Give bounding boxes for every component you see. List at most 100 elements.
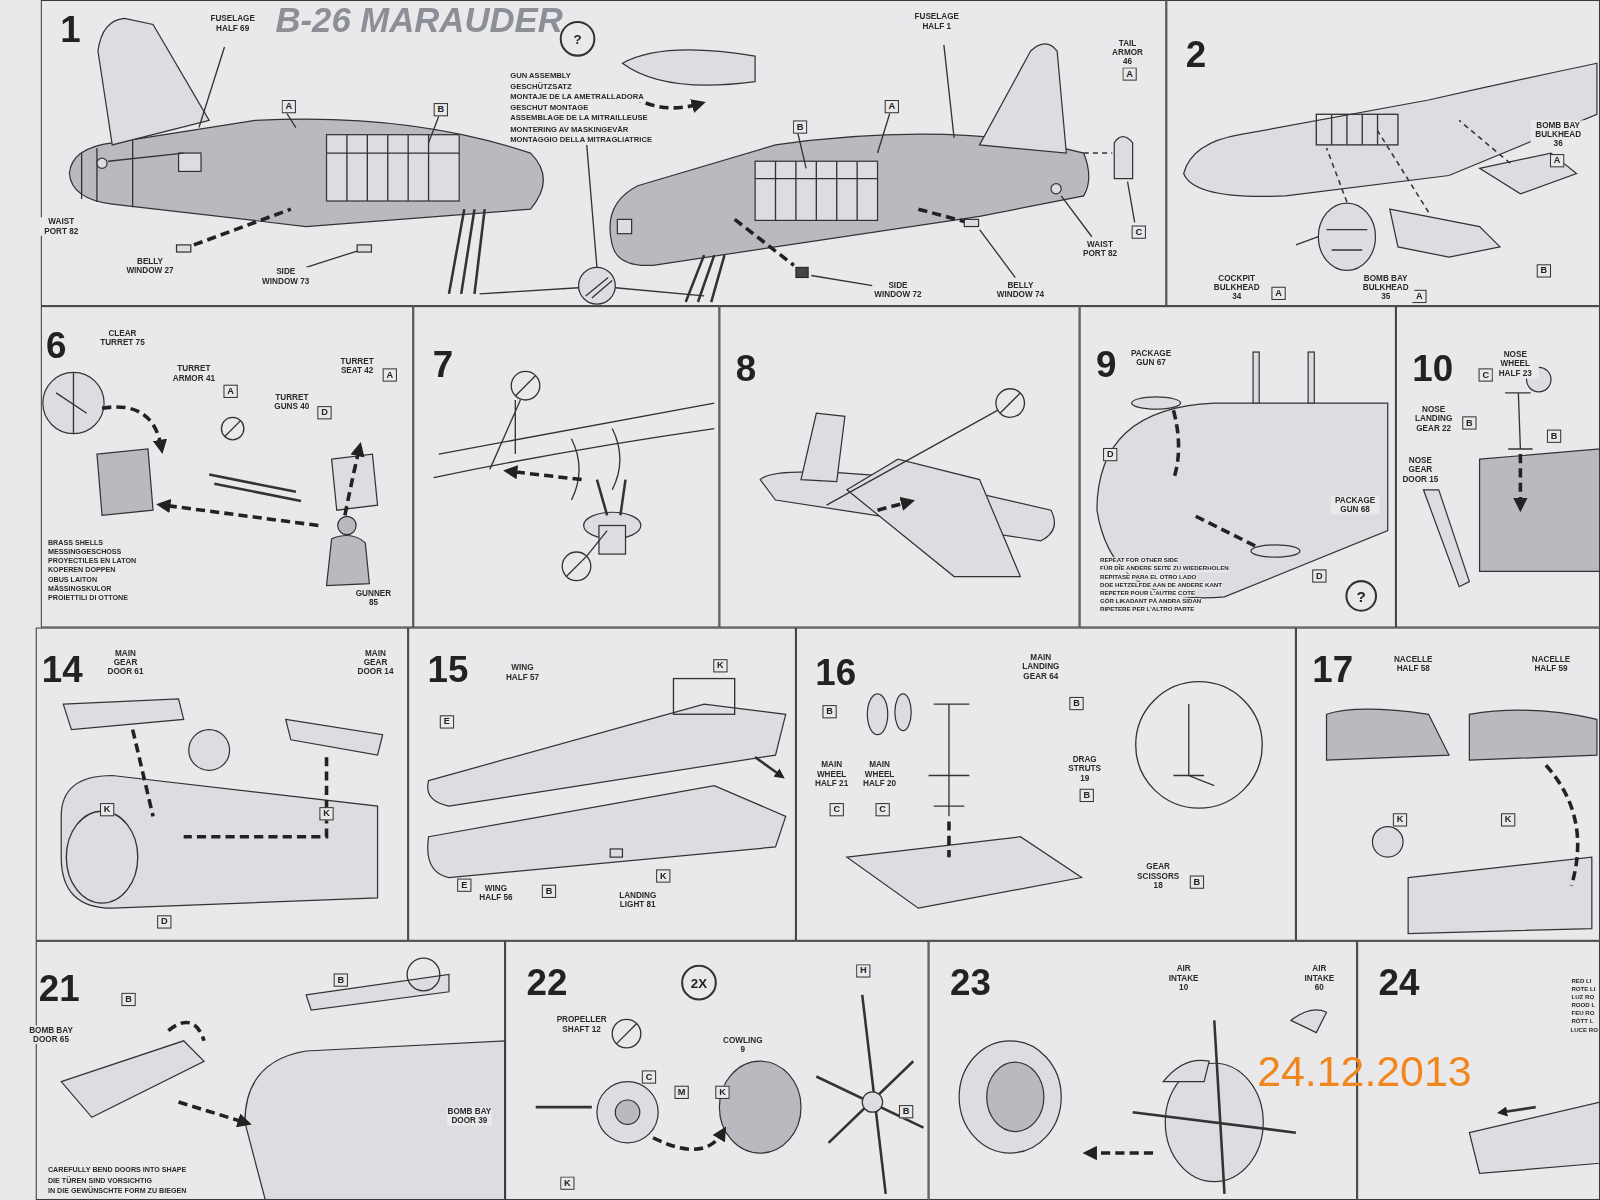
- symbol-text: 2X: [681, 964, 718, 1001]
- turret-guns: [209, 474, 301, 501]
- turret-base: [599, 526, 626, 555]
- note-text: MONTERING AV MASKINGEVÄR: [510, 125, 628, 134]
- gunner-figure: [327, 536, 370, 586]
- note-text: IN DIE GEWÜNSCHTE FORM ZU BIEGEN: [48, 1187, 187, 1195]
- no-glue-symbol: [224, 420, 240, 436]
- part-callout: SIDE WINDOW 72: [872, 281, 923, 300]
- step-panel: 21BB: [36, 941, 505, 1200]
- part-callout: NOSE LANDING GEAR 22: [1408, 405, 1459, 433]
- sprue-letter-box: B: [1069, 697, 1083, 710]
- sprue-letter-box: B: [542, 885, 556, 898]
- no-glue-symbol: [612, 1019, 641, 1048]
- sprue-letter-box: B: [121, 993, 135, 1006]
- step-panel: 7: [413, 306, 719, 627]
- note-text: DIE TÜREN SIND VORSICHTIG: [48, 1177, 152, 1185]
- bomb-bay-ribs: [1332, 114, 1378, 145]
- sprue-letter-box: B: [822, 705, 836, 718]
- part-callout: FUSELAGE HALF 1: [911, 12, 962, 31]
- sprue-letter-box: B: [1462, 416, 1476, 429]
- part-letter: K: [716, 660, 724, 671]
- cockpit-bulkhead: [1318, 203, 1375, 270]
- dashed-path: [1327, 120, 1511, 212]
- step-panel: 8: [719, 306, 1079, 627]
- sprue-letter-box: D: [157, 915, 171, 928]
- part-callout: BOMB BAY BULKHEAD 35: [1358, 273, 1414, 301]
- dashed-path: [735, 209, 965, 265]
- part-letter: B: [437, 104, 445, 115]
- note-text: GESCHUT MONTAGE: [510, 104, 588, 113]
- part-callout: SIDE WINDOW 73: [260, 267, 311, 286]
- part-callout: AIR INTAKE 10: [1164, 964, 1203, 992]
- leader-line: [798, 45, 1135, 286]
- part-letter: K: [1396, 814, 1404, 825]
- part-callout: NOSE WHEEL HALF 23: [1492, 350, 1538, 378]
- turret-detail: [56, 372, 87, 433]
- sprue-letter-box: K: [713, 659, 727, 672]
- part-callout: MAIN GEAR DOOR 14: [353, 649, 398, 677]
- gun-barrels: [449, 209, 485, 294]
- part-letter: K: [1504, 814, 1512, 825]
- arrow: [755, 757, 781, 775]
- main-wheel: [895, 694, 911, 731]
- belly-window: [177, 245, 191, 252]
- symbol-circle: ?: [559, 20, 596, 57]
- part-callout: AIR INTAKE 60: [1300, 964, 1339, 992]
- sheet-title: B-26 MARAUDER: [276, 2, 563, 38]
- note-text: REPETER POUR L'AUTRE COTE: [1100, 590, 1195, 597]
- note-text: DOE HETZELFDE AAN DE ANDERE KANT: [1100, 582, 1222, 589]
- step-number: 1: [60, 11, 80, 48]
- antenna: [1253, 352, 1259, 403]
- step-number: 15: [428, 651, 469, 688]
- main-gear: [929, 704, 970, 816]
- nose-sketch: [622, 50, 755, 85]
- leader-line: [108, 47, 439, 267]
- part-callout: NACELLE HALF 59: [1528, 655, 1575, 674]
- sprue-letter-box: A: [223, 385, 237, 398]
- step-number: 21: [39, 970, 80, 1007]
- part-callout: BOMB BAY DOOR 65: [29, 1026, 74, 1045]
- wing-base: [847, 837, 1082, 908]
- turret-guns: [597, 480, 626, 516]
- wing-tip: [1469, 1102, 1600, 1173]
- side-window: [357, 245, 371, 252]
- magnified-detail: [1136, 682, 1263, 809]
- part-letter: K: [659, 870, 667, 881]
- sprue-letter-box: E: [457, 879, 471, 892]
- sprue-letter-box: A: [1550, 154, 1564, 167]
- part-letter: A: [1126, 68, 1134, 79]
- gear-detail: [1173, 704, 1214, 786]
- part-letter: C: [1135, 227, 1143, 238]
- part-callout: PACKAGE GUN 67: [1127, 349, 1176, 368]
- part-letter: D: [320, 407, 328, 418]
- sprue-letter-box: D: [1312, 569, 1326, 582]
- part-letter: A: [386, 369, 394, 380]
- bomb-bay-door: [61, 1041, 204, 1118]
- arrow: [510, 471, 581, 479]
- note-text: RED LI: [1571, 978, 1591, 985]
- window-opening: [617, 219, 631, 233]
- nacelle: [61, 776, 377, 909]
- sprue-letter-box: K: [560, 1177, 574, 1190]
- arrow: [1519, 454, 1523, 505]
- step-number: 7: [433, 346, 453, 383]
- part-letter: B: [1465, 417, 1473, 428]
- part-callout: WAIST PORT 82: [40, 217, 83, 236]
- part-letter: H: [859, 965, 867, 976]
- part-letter: K: [322, 808, 330, 819]
- note-text: PROIETTILI DI OTTONE: [48, 594, 128, 602]
- note-text: ASSEMBLAGE DE LA MITRAILLEUSE: [510, 114, 647, 123]
- sprue-letter-box: C: [642, 1070, 656, 1083]
- sprue-letter-box: A: [1122, 67, 1136, 80]
- part-letter: C: [645, 1071, 653, 1082]
- step-number: 10: [1412, 350, 1453, 387]
- sprue-letter-box: B: [1547, 430, 1561, 443]
- bomb-bay-door: [306, 974, 449, 1010]
- symbol-text: ?: [559, 20, 596, 57]
- waist-port: [97, 158, 107, 168]
- part-callout: FUSELAGE HALF 69: [207, 14, 258, 33]
- panel-lines: [82, 141, 133, 207]
- propeller-shaft: [536, 1106, 592, 1109]
- part-callout: GEAR SCISSORS 18: [1135, 862, 1181, 890]
- part-letter: K: [563, 1178, 571, 1189]
